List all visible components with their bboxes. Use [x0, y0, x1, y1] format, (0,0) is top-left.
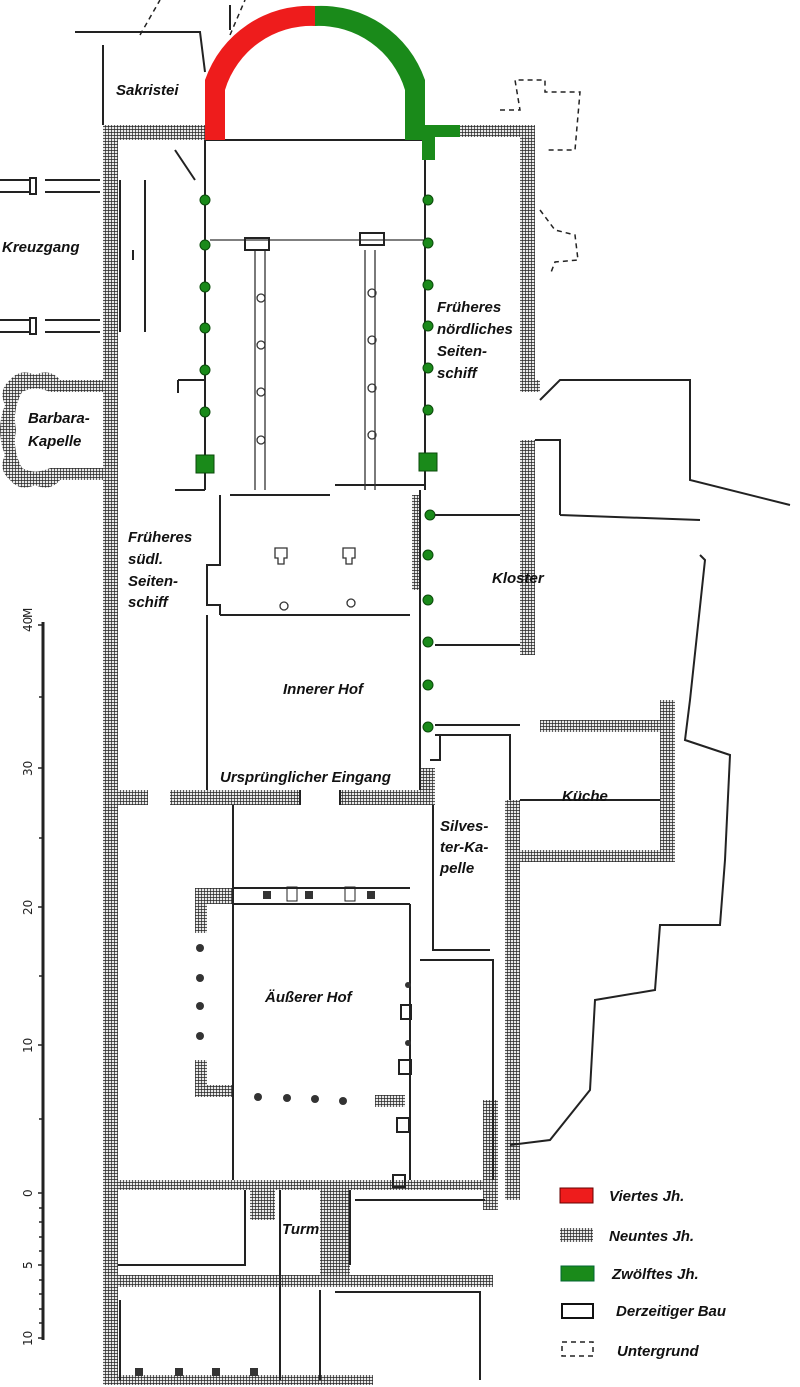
outer-courtyard [196, 805, 412, 1188]
label-nord-3: Seiten- [437, 343, 487, 360]
legend-label: Derzeitiger Bau [616, 1303, 726, 1320]
nave [174, 139, 426, 496]
label-kloster: Kloster [492, 570, 545, 587]
label-sued-2: südl. [128, 551, 163, 568]
scale-tick: 40 [21, 617, 35, 632]
legend-label: Untergrund [617, 1343, 699, 1360]
label-nord-1: Früheres [437, 299, 501, 316]
scale-tick: 0 [21, 1189, 35, 1197]
legend-swatch-untergrund [561, 1341, 594, 1357]
tower-area [118, 1190, 485, 1380]
label-silvester-1: Silves- [440, 818, 488, 835]
scale-tick: 30 [21, 761, 35, 776]
label-nord-2: nördliches [437, 321, 513, 338]
label-barbara-2: Kapelle [28, 433, 81, 450]
barbara-kapelle [0, 372, 104, 488]
legend-label: Viertes Jh. [609, 1188, 684, 1205]
label-kreuzgang: Kreuzgang [2, 239, 80, 256]
legend-swatch-viertes [559, 1187, 594, 1204]
scale-tick: 10 [21, 1038, 35, 1053]
label-sakristei: Sakristei [116, 82, 179, 99]
legend-label: Zwölftes Jh. [611, 1266, 699, 1283]
room-labels: Sakristei Kreuzgang Barbara- Kapelle Frü… [2, 82, 608, 1238]
apse-twelfth-century [315, 5, 460, 160]
label-silvester-3: pelle [439, 860, 474, 877]
label-aeusserer-hof: Äußerer Hof [264, 989, 354, 1006]
legend: Viertes Jh. Neuntes Jh. Zwölftes Jh. Der… [559, 1187, 726, 1360]
label-sued-1: Früheres [128, 529, 192, 546]
scale-unit: M [21, 608, 35, 618]
apse-fourth-century [205, 5, 315, 141]
scale-tick: 10 [21, 1331, 35, 1346]
scale-tick: 5 [21, 1261, 35, 1269]
label-sued-4: schiff [128, 594, 170, 611]
ninth-century-walls [103, 125, 675, 1385]
scale-bar: M 40 30 20 10 0 5 10 [21, 608, 45, 1346]
east-buildings [420, 379, 791, 1180]
legend-swatch-neuntes [560, 1228, 593, 1242]
label-sued-3: Seiten- [128, 573, 178, 590]
legend-swatch-zwoelftes [560, 1265, 595, 1282]
label-kueche: Küche [562, 788, 608, 805]
scale-tick: 20 [21, 900, 35, 915]
apse [195, 5, 460, 733]
label-nord-4: schiff [437, 365, 479, 382]
label-innerer-hof: Innerer Hof [283, 681, 365, 698]
label-barbara-1: Barbara- [28, 410, 90, 427]
kreuzgang-cloister [0, 177, 146, 335]
label-turm: Turm [282, 1221, 319, 1238]
legend-swatch-derzeitig [561, 1303, 594, 1319]
label-eingang: Ursprünglicher Eingang [220, 769, 391, 786]
underground-outlines [139, 0, 581, 276]
legend-label: Neuntes Jh. [609, 1228, 694, 1245]
label-silvester-2: ter-Ka- [440, 839, 488, 856]
sakristei-building [75, 5, 231, 125]
inner-courtyard [206, 490, 520, 805]
